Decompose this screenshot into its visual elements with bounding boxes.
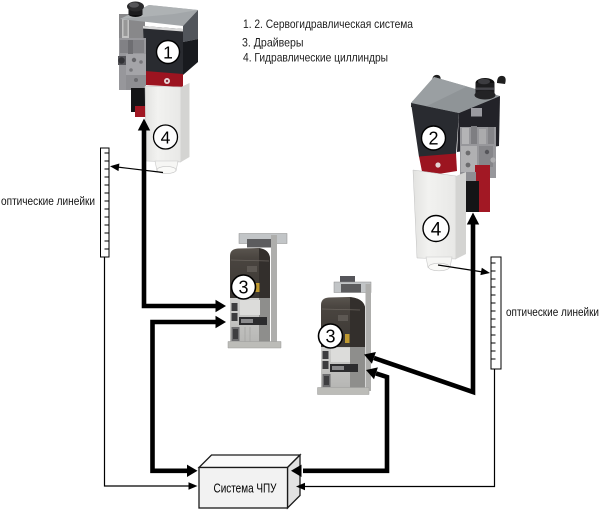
svg-text:2: 2 [428,129,438,149]
svg-text:3: 3 [325,327,335,347]
svg-text:3. Драйверы: 3. Драйверы [242,36,304,50]
svg-text:оптические линейки: оптические линейки [1,194,95,208]
svg-text:1. 2. Сервогидравлическая сист: 1. 2. Сервогидравлическая система [243,17,413,31]
svg-text:Система ЧПУ: Система ЧПУ [214,481,278,496]
svg-text:4: 4 [161,128,171,148]
svg-text:3: 3 [238,278,248,298]
svg-text:1: 1 [163,43,173,63]
svg-text:4. Гидравлические циллиндры: 4. Гидравлические циллиндры [243,51,388,65]
svg-text:оптические линейки: оптические линейки [506,305,599,319]
svg-text:4: 4 [431,220,442,241]
